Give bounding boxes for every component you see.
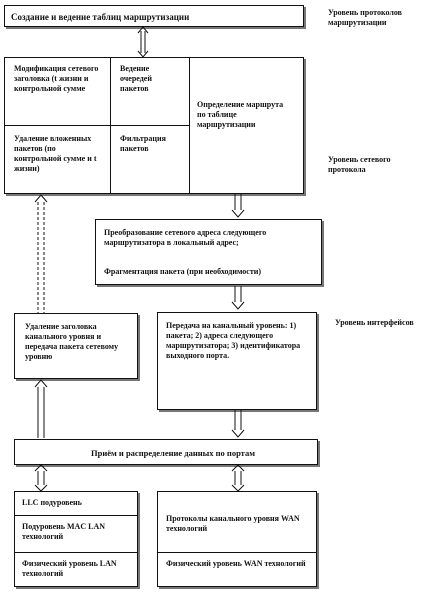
phys-wan-label: Физический уровень WAN технологий (166, 559, 306, 568)
bidirectional-arrow-lan (34, 464, 48, 492)
address-conversion-box: Преобразование сетевого адреса следующег… (95, 219, 322, 285)
delete-packets-label: Удаление вложенных пакетов (по контрольн… (14, 134, 97, 173)
wan-protocols-label: Протоколы канального уровня WAN технолог… (166, 514, 300, 533)
bidirectional-arrow-top (137, 26, 149, 58)
transfer-channel-box: Передача на канальный уровень: 1) пакета… (157, 312, 317, 410)
transfer-channel-label: Передача на канальный уровень: 1) пакета… (166, 321, 301, 360)
remove-header-label: Удаление заголовка канального уровня и п… (25, 322, 119, 361)
fragmentation-label: Фрагментация пакета (при необходимости) (104, 267, 262, 276)
remove-header-box: Удаление заголовка канального уровня и п… (14, 313, 138, 379)
wan-stack-box (157, 491, 317, 587)
network-block-divider-h (4, 125, 189, 126)
packet-filtering-label: Фильтрация пакетов (120, 134, 166, 153)
interfaces-level-label: Уровень интерфейсов (335, 318, 414, 327)
address-conversion-label: Преобразование сетевого адреса следующег… (104, 228, 267, 247)
network-block-divider-v2 (189, 57, 190, 194)
queue-management-label: Ведение очередей пакетов (120, 64, 152, 93)
routing-table-label: Создание и ведение таблиц маршрутизации (11, 12, 190, 22)
mac-lan-label: Подуровень MAC LAN технологий (22, 522, 105, 541)
lan-stack-divider-1 (14, 515, 138, 516)
arrow-up-to-network (34, 194, 48, 313)
phys-lan-label: Физический уровень LAN технологий (22, 559, 117, 578)
arrow-down-to-ports (231, 410, 245, 438)
port-distribution-label: Приём и распределение данных по портам (91, 448, 255, 458)
lan-stack-divider-2 (14, 552, 138, 553)
arrow-up-to-remove-header (34, 379, 48, 438)
modify-header-label: Модификация сетевого заголовка (t жизни … (14, 64, 99, 93)
bidirectional-arrow-wan (231, 464, 245, 492)
routing-protocols-level-label: Уровень протоколов маршрутизации (328, 8, 402, 27)
route-determination-label: Определение маршрута по таблице маршрути… (197, 100, 284, 129)
wan-stack-divider (157, 552, 317, 553)
arrow-to-address-conversion (231, 194, 245, 218)
arrow-to-transfer (231, 286, 245, 310)
routing-table-box: Создание и ведение таблиц маршрутизации (4, 5, 304, 27)
lan-stack-box (14, 491, 138, 587)
llc-label: LLC подуровень (22, 498, 82, 507)
network-protocol-level-label: Уровень сетевого протокола (328, 155, 391, 174)
port-distribution-box: Приём и распределение данных по портам (14, 439, 318, 465)
